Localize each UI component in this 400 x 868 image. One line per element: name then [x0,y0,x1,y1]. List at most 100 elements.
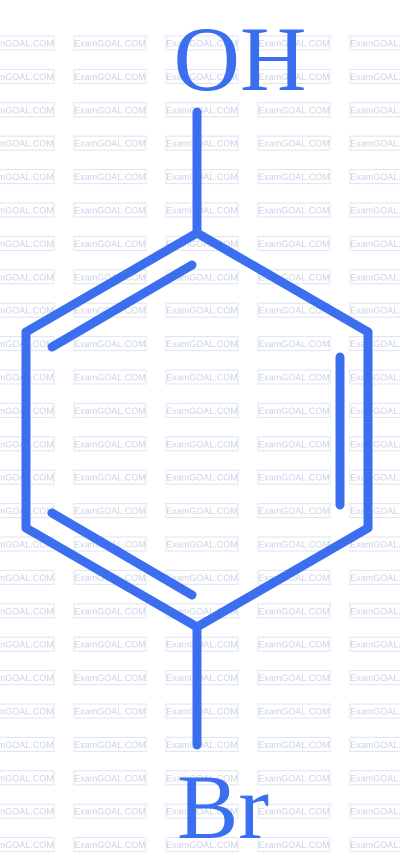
watermark-box [349,803,400,819]
watermark-box [257,670,331,686]
watermark-text: ExamGOAL.COM [0,272,54,282]
watermark-text: ExamGOAL.COM [0,105,54,115]
watermark-box [257,402,331,418]
watermark-box [349,68,400,84]
watermark-box [165,336,239,352]
watermark-box [73,469,147,485]
watermark-box [0,636,55,652]
watermark-text: ExamGOAL.COM [258,373,330,383]
bond-c1-c2 [192,228,373,337]
watermark-box [257,135,331,151]
watermark-text: ExamGOAL.COM [0,206,54,216]
watermark-text: ExamGOAL.COM [258,740,330,750]
watermark-text: ExamGOAL.COM [74,406,146,416]
watermark-text: ExamGOAL.COM [350,39,400,49]
watermark-box [165,202,239,218]
watermark-text: ExamGOAL.COM [74,172,146,182]
watermark-text: ExamGOAL.COM [0,807,54,817]
watermark-text: ExamGOAL.COM [350,840,400,850]
watermark-text: ExamGOAL.COM [166,373,238,383]
watermark-box [257,336,331,352]
watermark-text: ExamGOAL.COM [166,239,238,249]
watermark-box [73,569,147,585]
watermark-box [0,169,55,185]
watermark-box [0,736,55,752]
watermark-box [257,703,331,719]
watermark-text: ExamGOAL.COM [350,673,400,683]
watermark-box [257,837,331,853]
watermark-box [257,770,331,786]
watermark-box [349,703,400,719]
watermark-text: ExamGOAL.COM [74,105,146,115]
watermark-box [73,336,147,352]
watermark-text: ExamGOAL.COM [258,272,330,282]
watermark-text: ExamGOAL.COM [166,540,238,550]
watermark-box [349,402,400,418]
watermark-text: ExamGOAL.COM [258,506,330,516]
watermark-text: ExamGOAL.COM [350,105,400,115]
watermark-box [73,135,147,151]
watermark-box [349,169,400,185]
watermark-text: ExamGOAL.COM [166,306,238,316]
watermark-text: ExamGOAL.COM [350,773,400,783]
watermark-text: ExamGOAL.COM [166,72,238,82]
watermark-box [73,35,147,51]
watermark-box [165,536,239,552]
watermark-box [0,469,55,485]
watermark-text: ExamGOAL.COM [258,39,330,49]
watermark-box [165,169,239,185]
watermark-text: ExamGOAL.COM [166,573,238,583]
watermark-box [165,703,239,719]
watermark-text: ExamGOAL.COM [166,406,238,416]
watermark-text: ExamGOAL.COM [0,72,54,82]
watermark-text: ExamGOAL.COM [258,72,330,82]
watermark-text: ExamGOAL.COM [258,339,330,349]
watermark-text: ExamGOAL.COM [258,640,330,650]
watermark-box [165,102,239,118]
watermark-box [73,202,147,218]
watermark-text: ExamGOAL.COM [258,406,330,416]
watermark-text: ExamGOAL.COM [74,840,146,850]
watermark-text: ExamGOAL.COM [0,306,54,316]
watermark-box [73,235,147,251]
watermark-box [73,636,147,652]
watermark-box [349,436,400,452]
watermark-text: ExamGOAL.COM [74,339,146,349]
watermark-text: ExamGOAL.COM [0,573,54,583]
watermark-box [73,837,147,853]
watermark-box [165,402,239,418]
watermark-text: ExamGOAL.COM [166,707,238,717]
watermark-text: ExamGOAL.COM [74,239,146,249]
watermark-box [165,135,239,151]
watermark-box [349,202,400,218]
watermark-text: ExamGOAL.COM [166,773,238,783]
watermark-text: ExamGOAL.COM [350,373,400,383]
watermark-text: ExamGOAL.COM [258,139,330,149]
watermark-text: ExamGOAL.COM [166,606,238,616]
watermark-text: ExamGOAL.COM [0,172,54,182]
bond-c4-c5 [21,523,202,632]
watermark-box [0,402,55,418]
watermark-text: ExamGOAL.COM [166,272,238,282]
watermark-box [349,503,400,519]
watermark-text: ExamGOAL.COM [74,39,146,49]
watermark-box [349,369,400,385]
watermark-box [165,503,239,519]
watermark-text: ExamGOAL.COM [258,105,330,115]
watermark-box [0,202,55,218]
watermark-box [349,469,400,485]
watermark-text: ExamGOAL.COM [258,606,330,616]
watermark-box [257,369,331,385]
watermark-box [349,670,400,686]
double-bond-inner-left-bottom [47,508,197,600]
watermark-box [0,603,55,619]
watermark-box [0,837,55,853]
watermark-text: ExamGOAL.COM [74,72,146,82]
watermark-box [257,636,331,652]
watermark-box [349,603,400,619]
benzene-ring [21,228,373,632]
watermark-text: ExamGOAL.COM [166,139,238,149]
watermark-text: ExamGOAL.COM [258,673,330,683]
watermark-box [349,269,400,285]
watermark-box [73,770,147,786]
